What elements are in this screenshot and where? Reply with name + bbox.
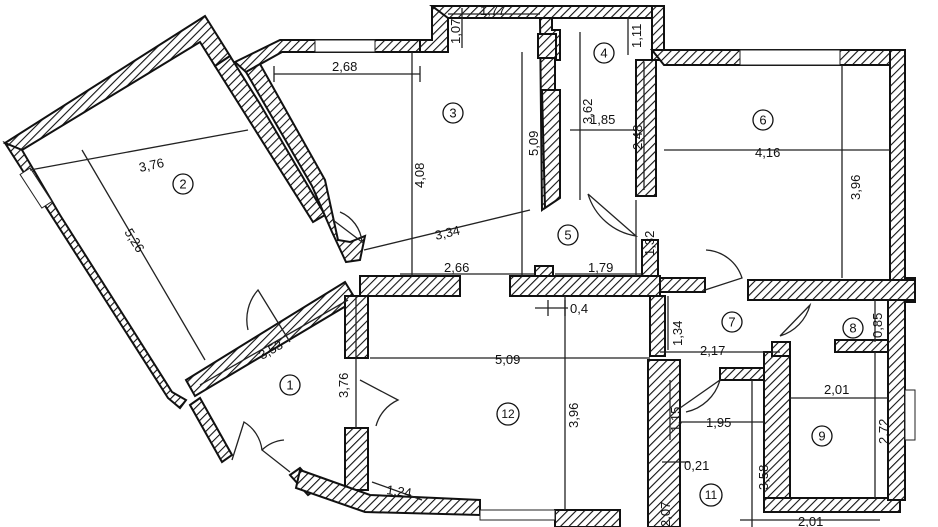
door-room1-top [246,288,291,343]
dim-5-09-v: 5,09 [526,131,541,156]
dim-3-96-room12: 3,96 [566,403,581,428]
wall-room2-top [2,14,232,152]
dim-1-07: 1,07 [448,19,463,44]
dim-1-11: 1,11 [629,24,644,48]
dim-0-4: 0,4 [570,301,588,316]
wall-room12-left-lower [344,427,369,491]
dim-2-07: 2,07 [658,502,673,527]
svg-text:1: 1 [286,378,293,393]
wall-room6-bottom [657,277,706,293]
door-room2 [332,211,363,244]
room-4-label: 4 [593,42,615,64]
dim-3-62: 3,62 [580,99,595,124]
room-9-label: 9 [811,425,833,447]
dim-1-24: 1,24 [386,482,413,500]
dimension-labels: 1,77 1,07 1,11 2,68 3,76 5,26 4,08 5,09 … [121,3,891,527]
svg-text:12: 12 [501,407,515,421]
door-room7-right [779,302,812,337]
wall-room9-bottom [763,497,901,513]
window-room6 [739,49,841,66]
doors [231,193,812,473]
svg-text:11: 11 [705,488,718,502]
wall-room3-left [244,62,367,264]
dim-5-26: 5,26 [121,226,147,255]
dim-4-16: 4,16 [755,145,780,160]
walls [2,5,916,527]
dim-2-72: 2,72 [876,419,891,444]
dim-0-21: 0,21 [684,458,709,473]
dim-2-17: 2,17 [700,343,725,358]
dim-3-96-room6: 3,96 [848,175,863,200]
window-room3 [314,39,376,53]
room-7-label: 7 [721,311,743,333]
dim-2-01-bottom: 2,01 [798,514,823,527]
room-8-label: 8 [842,317,864,339]
door-room12 [359,379,400,427]
door-entry-right [261,439,291,473]
room-3-label: 3 [442,102,464,124]
dim-4-08: 4,08 [412,163,427,188]
dim-1-32: 1,32 [642,231,657,256]
dim-1-15: 1,15 [668,407,683,432]
door-entry-left [231,421,263,461]
dim-3-34: 3,34 [433,223,461,243]
svg-text:7: 7 [728,315,735,330]
wall-top-4 [429,5,665,19]
wall-room2-right [213,54,327,224]
dim-2-68: 2,68 [332,59,357,74]
dim-1-85: 1,85 [590,112,615,127]
wall-room12-right-lower [647,359,681,527]
wall-room9-right [887,299,906,501]
svg-text:8: 8 [849,321,856,336]
dim-2-66: 2,66 [444,260,469,275]
room-labels: 1 2 3 4 5 6 7 8 [172,42,864,507]
dim-1-95: 1,95 [706,415,731,430]
wall-room6-bottom-right [747,279,916,301]
svg-text:3: 3 [449,106,456,121]
room-5-label: 5 [557,224,579,246]
svg-text:2: 2 [179,177,186,192]
windows [19,39,916,521]
room-12-label: 12 [496,402,520,426]
wall-room4-right-lower [635,59,657,197]
window-room12 [479,509,556,521]
svg-text:6: 6 [759,113,766,128]
wall-middle-stub [534,265,554,277]
dim-3-76-room1: 3,76 [336,373,351,398]
dim-2-48: 2,48 [630,125,645,150]
window-room2 [19,167,53,209]
wall-middle-horizontal-2 [509,275,661,297]
wall-room6-right [889,49,916,303]
room-1-label: 1 [279,374,301,396]
wall-stub-4 [537,33,557,59]
svg-text:4: 4 [600,46,607,61]
room-2-label: 2 [172,173,194,195]
door-room11 [679,378,722,413]
dim-3-76-room2: 3,76 [138,155,166,175]
dim-5-09-h: 5,09 [495,352,520,367]
svg-text:9: 9 [818,429,825,444]
wall-room7-top-stub [771,341,791,357]
dim-3-58: 3,58 [756,465,771,490]
wall-room2-left [2,140,188,410]
dim-0-85: 0,85 [870,313,885,338]
wall-room1-left [188,396,234,464]
window-room9 [904,389,916,441]
room-11-label: 11 [699,483,723,507]
dim-1-79: 1,79 [588,260,613,275]
room-6-label: 6 [752,109,774,131]
wall-middle-horizontal [359,275,461,297]
dim-2-01-room9: 2,01 [824,382,849,397]
dim-1-77: 1,77 [480,3,505,18]
door-room5 [587,193,639,237]
dim-1-34: 1,34 [670,321,685,346]
door-room6 [704,249,743,291]
svg-text:5: 5 [564,228,571,243]
wall-room12-bottom-right [554,509,621,527]
wall-room12-right [649,295,666,357]
dimension-lines [29,8,890,527]
wall-room4-left-lower [540,89,561,210]
